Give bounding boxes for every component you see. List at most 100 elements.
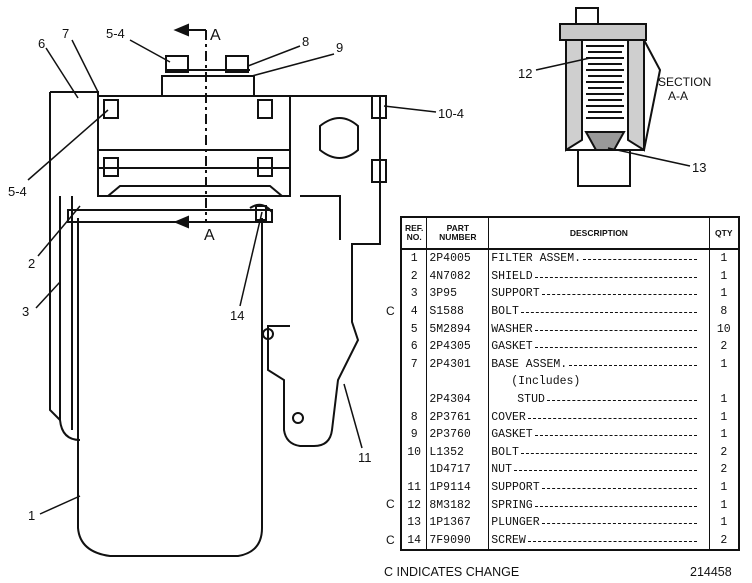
leader-dashes: [541, 294, 697, 296]
ref-number: 3: [410, 287, 418, 301]
description-text: SCREW: [491, 533, 526, 547]
quantity-cell: 2: [720, 533, 728, 547]
quantity-cell: 2: [720, 445, 728, 459]
ref-cell: 13: [401, 513, 428, 532]
leader-dashes: [541, 488, 697, 490]
description-text: NUT: [491, 463, 512, 477]
ref-number: 8: [410, 410, 418, 424]
description-cell: BOLT: [488, 443, 710, 462]
part-number-cell: L1352: [426, 443, 490, 462]
quantity-cell: 1: [720, 252, 728, 266]
description-text: SHIELD: [491, 269, 533, 283]
quantity-cell: 1: [720, 428, 728, 442]
ref-number: 6: [410, 340, 418, 354]
leader-dashes: [527, 540, 697, 542]
part-number-cell: 7F9090: [426, 531, 490, 551]
ref-cell: [401, 390, 428, 409]
part-number-cell: 2P4305: [426, 337, 490, 356]
callout-5-4-left: 5-4: [8, 184, 27, 199]
description-cell: BASE ASSEM.: [488, 355, 710, 374]
quantity-cell: 2: [720, 463, 728, 477]
ref-cell: 3: [401, 285, 428, 303]
leader-dashes: [520, 312, 697, 314]
description-cell: SCREW: [488, 531, 710, 551]
cover: [161, 75, 255, 97]
callout-5-4-top: 5-4: [106, 26, 125, 41]
ref-cell: 8: [401, 408, 428, 426]
ref-cell: 1: [401, 249, 428, 268]
shield: [59, 196, 81, 441]
ref-cell: 7: [401, 355, 428, 374]
part-number-cell: 2P3760: [426, 425, 490, 444]
ref-cell: 11: [401, 478, 428, 497]
callout-12: 12: [518, 66, 532, 81]
description-cell: GASKET: [488, 337, 710, 356]
quantity-cell: 1: [720, 357, 728, 371]
ref-cell: 6: [401, 337, 428, 356]
quantity-cell: [709, 373, 739, 391]
callout-9: 9: [336, 40, 343, 55]
filter-canister: [77, 218, 263, 557]
description-text: STUD: [517, 393, 545, 407]
description-text: BOLT: [491, 445, 519, 459]
callout-10-4: 10-4: [438, 106, 464, 121]
part-number-cell: 2P4304: [426, 390, 490, 409]
description-cell: SUPPORT: [488, 285, 710, 303]
parts-table-header: REF. NO. PART NUMBER DESCRIPTION QTY: [401, 217, 739, 250]
quantity-cell: 1: [720, 516, 728, 530]
description-cell: GASKET: [488, 425, 710, 444]
description-text: (Includes): [511, 375, 581, 389]
quantity-cell: 1: [720, 287, 728, 301]
ref-number: 7: [410, 357, 418, 371]
header-part-number: PART NUMBER: [426, 217, 490, 250]
leader-dashes: [569, 364, 697, 366]
description-text: GASKET: [491, 340, 533, 354]
leader-dashes: [527, 417, 697, 419]
ref-number: 1: [410, 252, 418, 266]
leader-dashes: [534, 276, 697, 278]
description-text: WASHER: [491, 322, 533, 336]
leader-dashes: [583, 259, 697, 261]
ref-number: 14: [407, 533, 422, 547]
description-text: SUPPORT: [491, 287, 540, 301]
header-ref-no: REF. NO.: [401, 217, 428, 250]
section-a-a-detail: [559, 7, 662, 187]
quantity-cell: 8: [720, 305, 728, 319]
callout-8: 8: [302, 34, 309, 49]
ref-cell: 10: [401, 443, 428, 462]
description-text: SUPPORT: [491, 481, 540, 495]
part-number-cell: 5M2894: [426, 320, 490, 338]
leader-dashes: [520, 452, 697, 454]
description-text: COVER: [491, 410, 526, 424]
ref-cell: 9: [401, 425, 428, 444]
ref-number: 2: [410, 269, 418, 283]
leader-dashes: [514, 470, 697, 472]
ref-cell: 5: [401, 320, 428, 338]
leader-dashes: [541, 523, 697, 525]
description-text: PLUNGER: [491, 516, 540, 530]
description-text: BASE ASSEM.: [491, 357, 568, 371]
table-row: (Includes): [401, 373, 739, 391]
description-text: BOLT: [491, 305, 519, 319]
part-number-cell: 3P95: [426, 285, 490, 303]
ref-cell: [401, 461, 428, 479]
header-qty: QTY: [709, 217, 739, 250]
part-number-cell: 1D4717: [426, 461, 490, 479]
callout-2: 2: [28, 256, 35, 271]
callout-6: 6: [38, 36, 45, 51]
